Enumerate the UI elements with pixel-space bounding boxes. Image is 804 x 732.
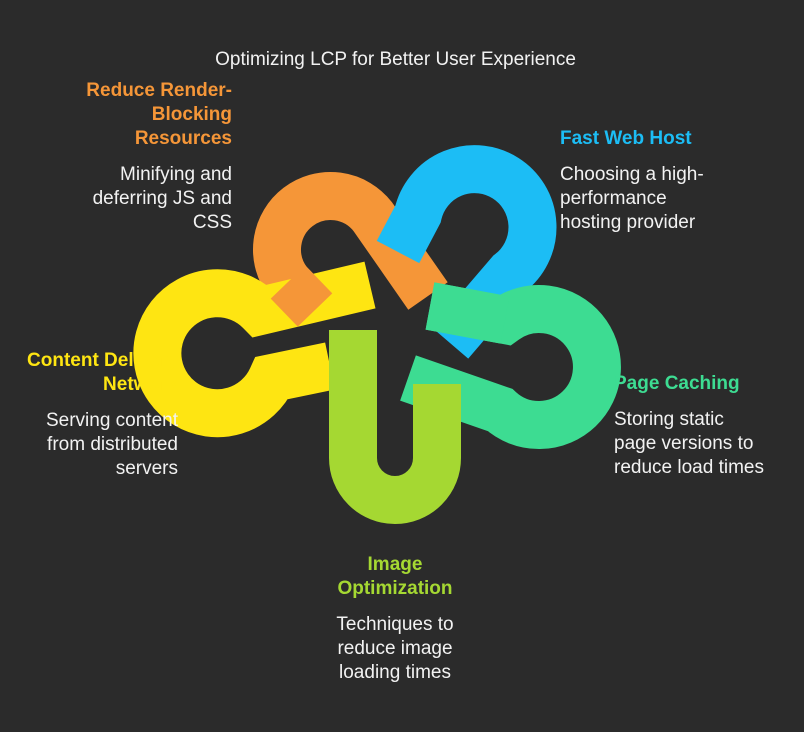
lime-link — [329, 330, 461, 524]
desc-line: Serving content — [45, 410, 178, 431]
desc-line: loading times — [339, 662, 451, 683]
item-render-blocking-title: Reduce Render- Blocking Resources — [12, 79, 232, 151]
desc-line: reduce image — [337, 638, 453, 659]
title-line: Content Delivery — [27, 350, 178, 371]
item-page-caching-title: Page Caching — [614, 372, 799, 396]
desc-line: Choosing a high- — [560, 164, 704, 185]
desc-line: Techniques to — [336, 614, 454, 635]
desc-line: from distributed — [47, 434, 178, 455]
item-render-blocking-desc: Minifying and deferring JS and CSS — [12, 163, 232, 235]
orange-link-shape — [253, 172, 448, 327]
title-line: Blocking — [151, 104, 232, 125]
title-line: Image — [367, 554, 423, 575]
title-line: Fast Web Host — [560, 128, 692, 149]
title-line: Page Caching — [614, 373, 740, 394]
item-image-optimization-title: Image Optimization — [290, 553, 500, 601]
yellow-link-shape — [133, 261, 376, 438]
desc-line: page versions to — [614, 433, 754, 454]
blue-link-shape — [376, 145, 557, 359]
lime-link-shape — [329, 330, 461, 524]
orange-link — [253, 172, 448, 327]
item-render-blocking: Reduce Render- Blocking Resources Minify… — [12, 79, 232, 235]
desc-line: performance — [560, 188, 667, 209]
desc-line: hosting provider — [560, 212, 696, 233]
item-fast-web-host-desc: Choosing a high- performance hosting pro… — [560, 163, 790, 235]
item-cdn-title: Content Delivery Network — [3, 349, 178, 397]
desc-line: deferring JS and — [92, 188, 232, 209]
item-cdn-desc: Serving content from distributed servers — [3, 409, 178, 481]
yellow-link — [133, 261, 376, 438]
desc-line: servers — [115, 458, 178, 479]
desc-line: Minifying and — [120, 164, 232, 185]
green-link — [400, 282, 621, 450]
item-cdn: Content Delivery Network Serving content… — [3, 349, 178, 481]
desc-line: reduce load times — [614, 457, 764, 478]
title-line: Resources — [134, 128, 232, 149]
orange-overlap — [270, 265, 333, 327]
item-page-caching: Page Caching Storing static page version… — [614, 372, 799, 480]
blue-link — [376, 145, 557, 359]
green-overlap — [425, 282, 510, 344]
title-line: Network — [103, 374, 178, 395]
green-link-shape — [400, 282, 621, 450]
title-line: Optimization — [337, 578, 453, 599]
item-fast-web-host: Fast Web Host Choosing a high- performan… — [560, 127, 790, 235]
item-image-optimization-desc: Techniques to reduce image loading times — [290, 613, 500, 685]
desc-line: Storing static — [614, 409, 724, 430]
diagram-title: Optimizing LCP for Better User Experienc… — [215, 49, 576, 70]
title-line: Reduce Render- — [86, 80, 232, 101]
desc-line: CSS — [192, 212, 232, 233]
item-image-optimization: Image Optimization Techniques to reduce … — [290, 553, 500, 685]
item-fast-web-host-title: Fast Web Host — [560, 127, 790, 151]
item-page-caching-desc: Storing static page versions to reduce l… — [614, 408, 799, 480]
